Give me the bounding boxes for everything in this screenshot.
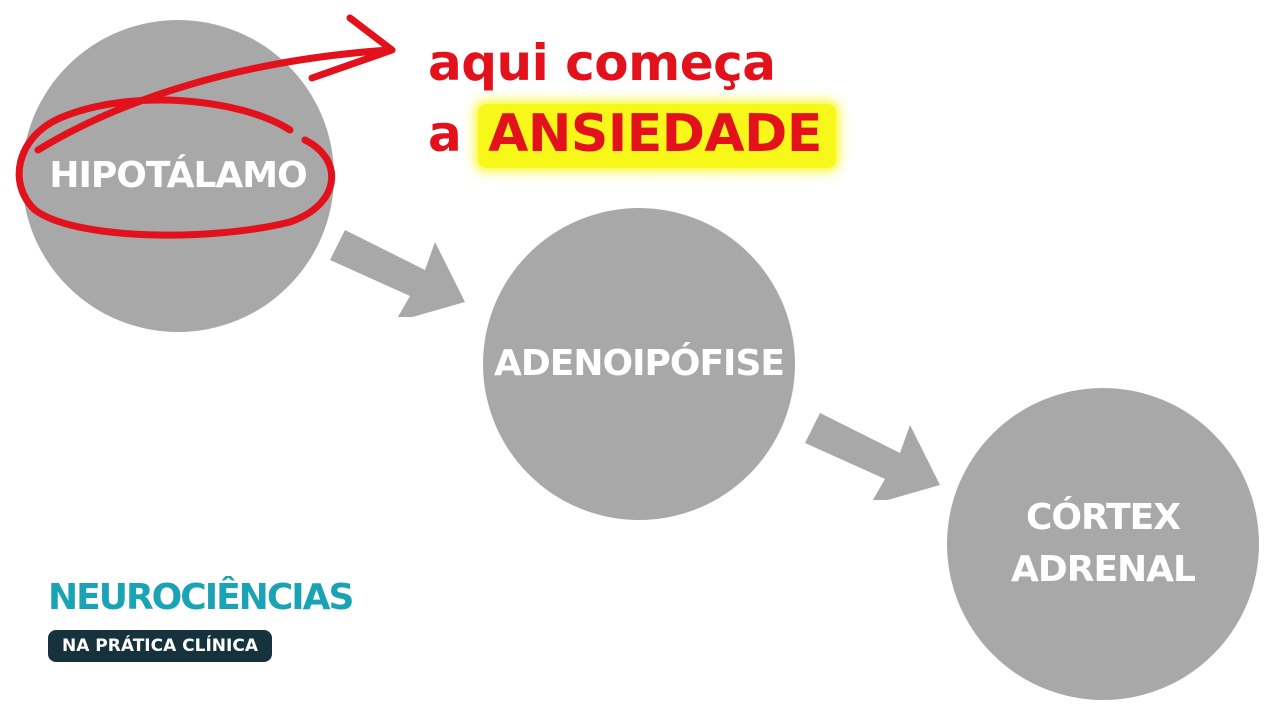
flow-arrow-2 <box>805 413 940 500</box>
node-label-adenoipofise: ADENOIPÓFISE <box>494 342 785 384</box>
node-label-cortex: CÓRTEX <box>1025 496 1181 538</box>
annotation-text-aqui-comeca: aqui começa <box>428 34 776 92</box>
flow-arrow-2-shape <box>805 413 940 500</box>
node-adenoipofise: ADENOIPÓFISE <box>483 208 795 520</box>
annotation-highlight-ansiedade: ANSIEDADE <box>478 104 836 168</box>
node-hipotalamo: HIPOTÁLAMO <box>22 20 334 332</box>
brand-subtitle-badge: NA PRÁTICA CLÍNICA <box>48 630 272 662</box>
annotation-line-2: a ANSIEDADE <box>428 104 836 168</box>
flow-arrow-1-shape <box>330 230 465 317</box>
red-arrow-head <box>308 14 396 82</box>
node-cortex-adrenal: CÓRTEX ADRENAL <box>947 388 1259 700</box>
node-label-hipotalamo: HIPOTÁLAMO <box>49 154 307 196</box>
brand-logo: NEUROCIÊNCIAS NA PRÁTICA CLÍNICA <box>48 570 368 662</box>
node-label-adrenal: ADRENAL <box>1011 549 1196 590</box>
annotation-text-a: a <box>428 105 462 163</box>
brand-title: NEUROCIÊNCIAS <box>48 577 354 618</box>
annotation-line-1: aqui começa <box>428 34 776 92</box>
node-label-cortex-adrenal: CÓRTEX ADRENAL <box>1011 492 1196 596</box>
flow-arrow-1 <box>330 230 465 317</box>
